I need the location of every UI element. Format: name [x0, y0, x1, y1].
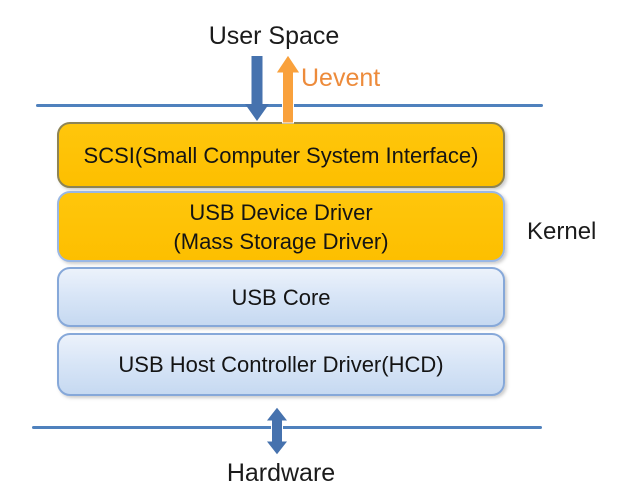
kernel-label: Kernel: [527, 218, 597, 245]
hardware-label: Hardware: [226, 459, 336, 487]
scsi-layer-label: SCSI(Small Computer System Interface): [83, 142, 479, 168]
usb-device-driver-box: USB Device Driver (Mass Storage Driver): [57, 191, 505, 262]
usb-core-label: USB Core: [231, 284, 331, 310]
usb-core-box: USB Core: [57, 267, 505, 327]
user-kernel-boundary-line: [36, 104, 543, 107]
usb-host-controller-driver-label: USB Host Controller Driver(HCD): [118, 352, 444, 377]
kernel-hardware-double-arrow-icon: [264, 406, 290, 456]
usb-device-driver-label: USB Device Driver: [189, 199, 373, 225]
usb-device-driver-sublabel: (Mass Storage Driver): [173, 228, 389, 254]
uevent-up-arrow-icon: [275, 54, 301, 124]
kernel-hardware-boundary-line: [32, 426, 542, 429]
user-space-label: User Space: [208, 22, 340, 50]
usb-host-controller-driver-box: USB Host Controller Driver(HCD): [57, 333, 505, 396]
uevent-label: Uevent: [301, 64, 381, 92]
user-to-kernel-down-arrow-icon: [245, 56, 269, 121]
scsi-layer-box: SCSI(Small Computer System Interface): [57, 122, 505, 188]
